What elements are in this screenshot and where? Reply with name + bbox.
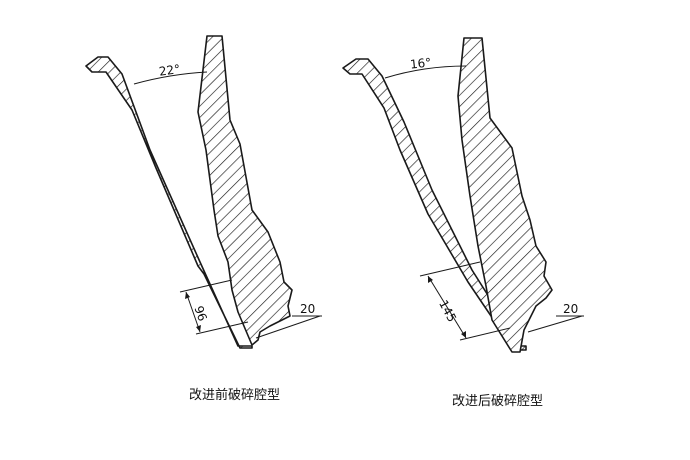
- caption-before: 改进前破碎腔型: [189, 388, 281, 403]
- height-dim-line-before: [185, 291, 201, 333]
- height-dim-arrow-bottom-before: [196, 325, 201, 332]
- panel-before: 22° 96 20: [85, 35, 322, 349]
- left-jaw-liner-before: [85, 56, 253, 349]
- height-dim-bottom-ext-before: [195, 321, 249, 335]
- angle-label-before: 22°: [158, 62, 181, 79]
- height-dim-line-after: [427, 275, 467, 339]
- gap-dim-line-after: [527, 315, 583, 333]
- gap-label-after: 20: [563, 302, 578, 316]
- panel-after: 16° 145 20: [342, 37, 584, 353]
- angle-arc-after: [384, 65, 467, 79]
- gap-dim-line-before: [255, 315, 321, 339]
- height-dim-top-ext-before: [179, 279, 233, 293]
- right-jaw-liner-after: [457, 37, 553, 353]
- height-dim-arrow-bottom-after: [461, 331, 466, 338]
- height-dim-arrow-top-before: [185, 292, 190, 299]
- angle-label-after: 16°: [409, 55, 432, 71]
- height-dim-top-ext-after: [419, 261, 481, 277]
- caption-after: 改进后破碎腔型: [452, 394, 544, 409]
- angle-arc-before: [133, 71, 208, 85]
- height-label-before: 96: [191, 304, 209, 323]
- left-jaw-liner-after: [342, 58, 527, 351]
- height-dim-bottom-ext-after: [459, 327, 511, 341]
- gap-label-before: 20: [300, 302, 315, 316]
- height-dim-arrow-top-after: [428, 276, 433, 283]
- right-jaw-liner-before: [197, 35, 293, 346]
